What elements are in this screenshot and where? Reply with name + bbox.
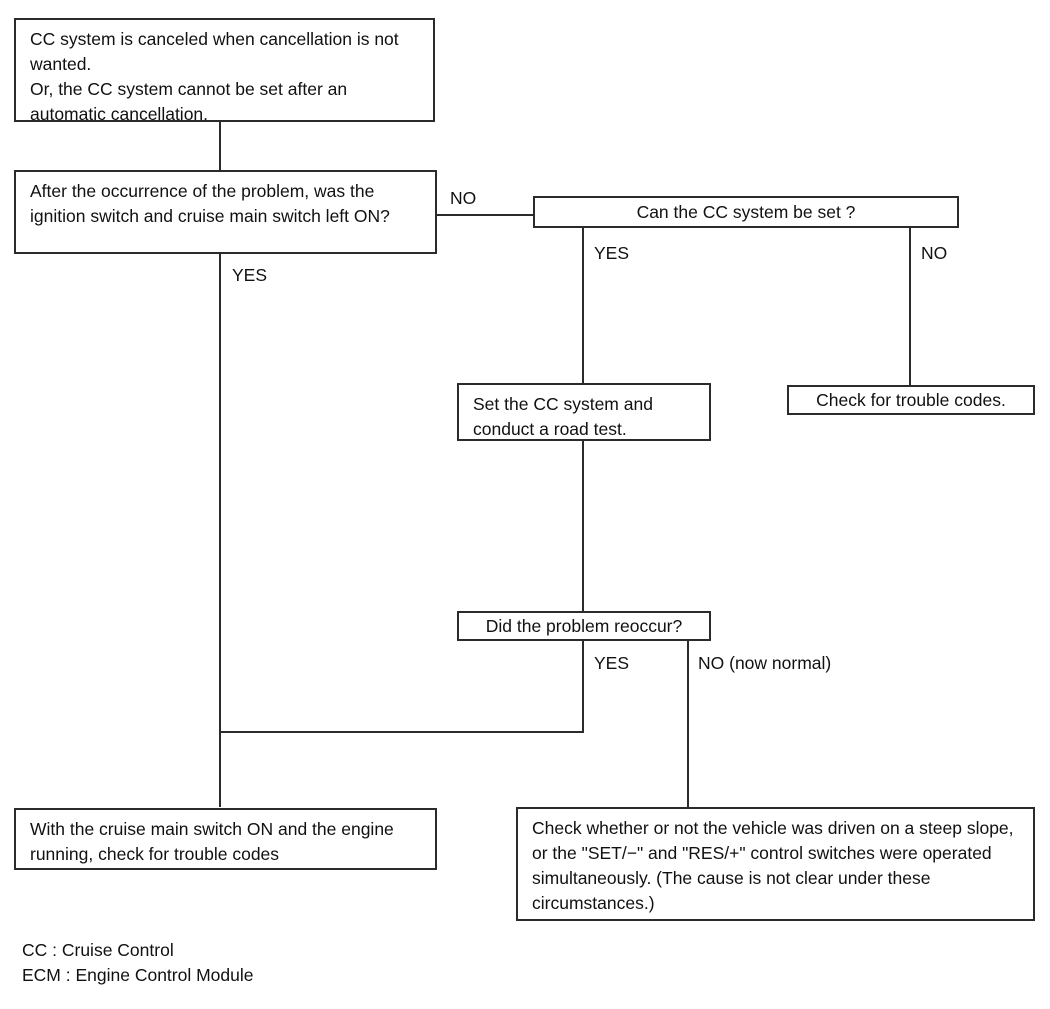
node-action-steep-slope: Check whether or not the vehicle was dri…	[516, 807, 1035, 921]
node-action-set-and-road-test: Set the CC system and conduct a road tes…	[457, 383, 711, 441]
connector-can-set-no-vertical	[909, 228, 911, 386]
connector-ignition-yes-vertical	[219, 254, 221, 807]
node-question-reoccur: Did the problem reoccur?	[457, 611, 711, 641]
node-question-ignition: After the occurrence of the problem, was…	[14, 170, 437, 254]
connector-ignition-no-horizontal	[435, 214, 535, 216]
edge-label-reoccur-yes: YES	[594, 653, 630, 673]
connector-roadtest-to-reoccur	[582, 440, 584, 613]
connector-reoccur-yes-vertical	[582, 640, 584, 733]
edge-label-ignition-yes: YES	[232, 265, 268, 285]
connector-reoccur-yes-horizontal	[219, 731, 584, 733]
node-action-cruise-on-check-codes: With the cruise main switch ON and the e…	[14, 808, 437, 870]
abbreviation-legend: CC : Cruise Control ECM : Engine Control…	[22, 940, 254, 985]
connector-symptom-to-ignition	[219, 120, 221, 170]
connector-can-set-yes-vertical	[582, 228, 584, 384]
edge-label-reoccur-no: NO (now normal)	[698, 653, 832, 673]
edge-label-can-set-yes: YES	[594, 243, 630, 263]
edge-label-can-set-no: NO	[921, 243, 948, 263]
node-symptom: CC system is canceled when cancellation …	[14, 18, 435, 124]
connector-reoccur-no-vertical	[687, 640, 689, 808]
edge-label-ignition-no: NO	[450, 188, 477, 208]
node-action-check-codes: Check for trouble codes.	[787, 385, 1035, 415]
node-question-can-set: Can the CC system be set ?	[533, 196, 959, 228]
